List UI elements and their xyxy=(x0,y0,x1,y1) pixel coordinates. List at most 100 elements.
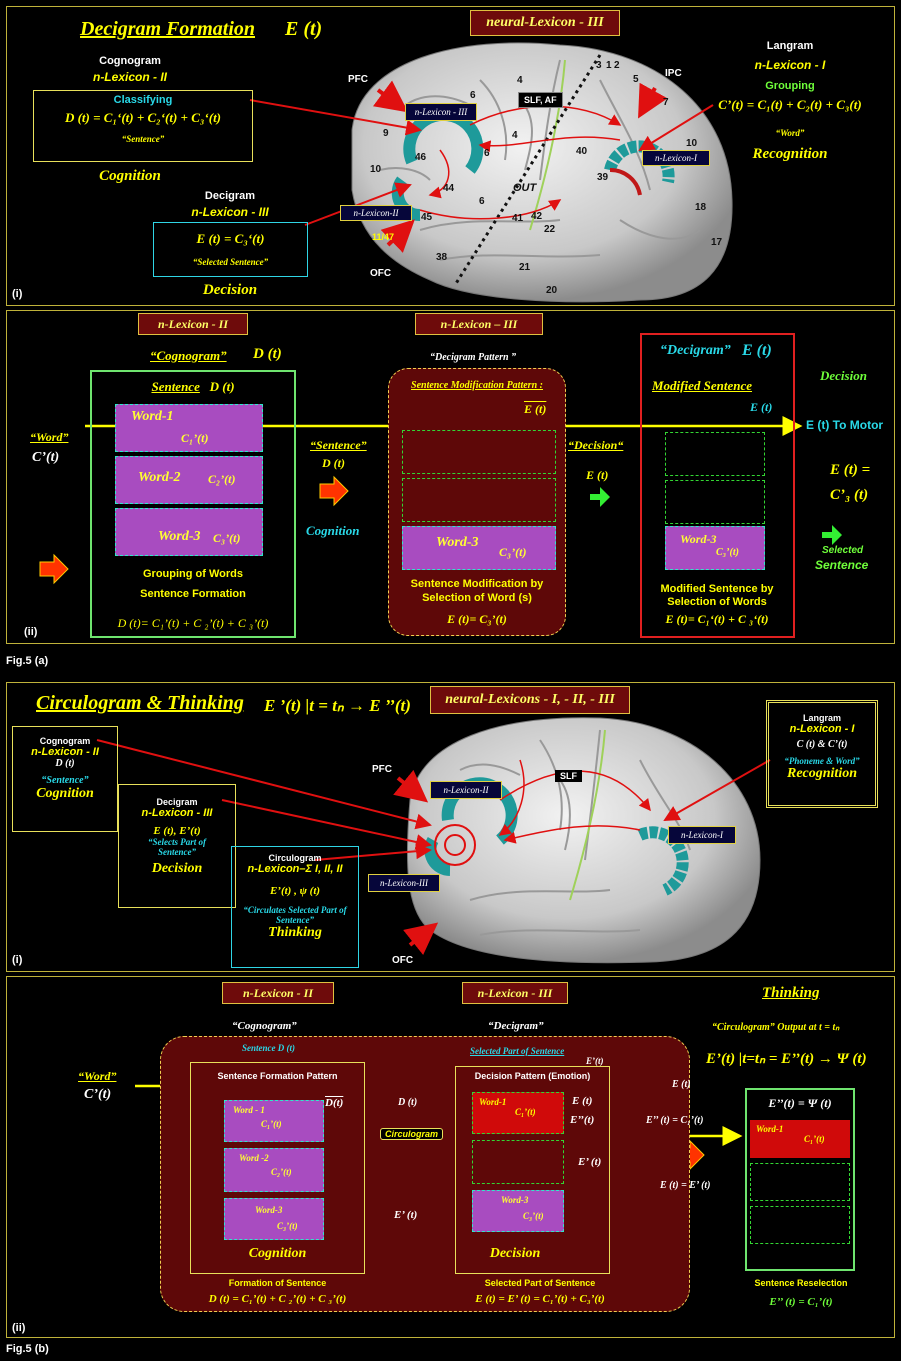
lexicon-ii-box: n-Lexicon - II xyxy=(138,313,248,335)
dec-word-1-label: Word-1 xyxy=(479,1097,507,1107)
removed-word-slot-1 xyxy=(402,430,556,474)
sentence-formation-box: Sentence Formation Pattern xyxy=(190,1062,365,1274)
dec-slot-2 xyxy=(472,1140,564,1184)
title-equation: E ’(t) |t = tₙ → E ’’(t) xyxy=(264,696,411,715)
panel-fig5b-ii xyxy=(6,976,895,1338)
psi-box: E’’(t) = Ψ (t) xyxy=(745,1088,855,1271)
word-input-fn-b: C’(t) xyxy=(84,1087,112,1102)
cognogram-fn: D (t) xyxy=(253,346,282,362)
cognogram-lexicon: n-Lexicon - II xyxy=(92,70,167,84)
decigram-pattern-title: “Decigram Pattern ” xyxy=(430,352,517,363)
label-pfc: PFC xyxy=(348,74,368,85)
title-circulogram-thinking: Circulogram & Thinking xyxy=(36,692,244,714)
modification-caption-1: Sentence Modification by xyxy=(410,578,544,590)
cognogram-b-quote: “Sentence” xyxy=(41,775,89,786)
e-eq-feedback: E (t) = E’ (t) xyxy=(660,1180,711,1191)
label-ofc: OFC xyxy=(370,268,392,279)
panel-fig5a-i xyxy=(6,6,895,306)
cognogram-sentence-box: Sentence D (t) xyxy=(90,370,296,638)
modified-sentence-fn: E (t) xyxy=(750,400,773,414)
panel-fig5b-i xyxy=(6,682,895,972)
sentence-formation: Sentence Formation xyxy=(140,588,246,600)
selected-part-subtitle: Selected Part of Sentence xyxy=(470,1046,565,1056)
modified-equation: E (t)= C₁‘(t) + C ₃‘(t) xyxy=(665,612,769,626)
dec-word-3: Word-3 C₃’(t) xyxy=(472,1190,564,1232)
langram-b-role: Recognition xyxy=(786,766,857,781)
modified-caption-1: Modified Sentence by xyxy=(660,583,774,595)
langram-box-b: Langram n-Lexicon - I C (t) & C’(t) “Pho… xyxy=(766,700,878,808)
langram-role: Recognition xyxy=(752,146,828,162)
b-word-2-label: Word -2 xyxy=(239,1153,269,1163)
area-3: 3 xyxy=(596,60,602,71)
langram-grouping: Grouping xyxy=(765,80,815,92)
cognogram-b-role: Cognition xyxy=(36,786,94,801)
area-40: 40 xyxy=(576,146,588,157)
label-slf-af: SLF, AF xyxy=(518,92,563,108)
decigram-quote: “Selected Sentence” xyxy=(192,257,269,267)
decigram-pattern-box xyxy=(388,368,566,636)
modification-fn: E (t) xyxy=(524,402,547,416)
word-1-fn: C₁’(t) xyxy=(181,431,209,445)
word-2-fn: C₂’(t) xyxy=(208,472,236,486)
langram-b-name: Langram xyxy=(802,713,841,723)
cognogram-role: Cognition xyxy=(99,168,161,184)
cognition-label: Cognition xyxy=(306,523,360,538)
decigram-title-b: “Decigram” xyxy=(488,1020,544,1032)
decision-label-b: Decision xyxy=(489,1246,541,1261)
decigram-fn: E (t) xyxy=(742,342,772,359)
b-word-3-label: Word-3 xyxy=(255,1205,283,1215)
right-e-t: E (t) xyxy=(672,1079,691,1090)
word-2-label: Word-2 xyxy=(138,470,181,485)
psi-word-1: Word-1 C₁’(t) xyxy=(750,1120,850,1158)
mod-word-3-fn: C₃’(t) xyxy=(499,545,527,559)
sentence-head-fn: D (t) xyxy=(209,379,235,394)
cognogram-box: Classifying D (t) = C₁‘(t) + C₂‘(t) + C₃… xyxy=(33,90,253,162)
area-22: 22 xyxy=(544,224,556,235)
psi-head: E’’(t) = Ψ (t) xyxy=(768,1096,832,1110)
dp-title: Decision Pattern (Emotion) xyxy=(474,1071,591,1081)
decigram-result-box xyxy=(640,333,795,638)
panel-label-b-ii: (ii) xyxy=(12,1322,26,1334)
dec-word-1-fn: C₁’(t) xyxy=(515,1107,536,1117)
langram-b-fn: C (t) & C’(t) xyxy=(796,739,848,750)
area-21: 21 xyxy=(519,262,531,273)
formation-of-sentence: Formation of Sentence xyxy=(228,1278,327,1288)
label-nlexicon-i: n-Lexicon-I xyxy=(642,150,710,166)
b-word-3-fn: C₃’(t) xyxy=(277,1221,298,1231)
area-18: 18 xyxy=(695,202,707,213)
modification-pattern-title: Sentence Modification Pattern : xyxy=(411,380,543,391)
word-block-2: Word-2 C₂’(t) xyxy=(115,456,263,504)
b-word-2-fn: C₂’(t) xyxy=(271,1167,292,1177)
dec-word-1: Word-1 C₁’(t) xyxy=(472,1092,564,1134)
center-box-neural-lexicons: neural-Lexicons - I, - II, - III xyxy=(430,686,630,714)
word-block-3: Word-3 C₃’(t) xyxy=(115,508,263,556)
selected-label: Selected xyxy=(822,545,864,556)
decigram-b-quote: “Selects Part of Sentence” xyxy=(148,837,206,857)
result-word-3: Word-3 C₃’(t) xyxy=(665,526,765,570)
modified-caption-2: Selection of Words xyxy=(667,596,767,608)
cognogram-title-b: “Cognogram” xyxy=(232,1020,297,1032)
sfp-title: Sentence Formation Pattern xyxy=(217,1071,338,1081)
decigram-b-lexicon: n-Lexicon - III xyxy=(141,807,213,819)
area-39: 39 xyxy=(597,172,609,183)
area-9: 9 xyxy=(383,128,389,139)
cognition-label-b: Cognition xyxy=(248,1246,307,1261)
area-44: 44 xyxy=(443,183,455,194)
mod-word-3-label: Word-3 xyxy=(436,535,479,550)
decigram-role: Decision xyxy=(202,282,258,298)
e-equation-b: E (t) = E’ (t) = C₁’(t) + C₃’(t) xyxy=(475,1293,605,1305)
center-box-neural-lexicon-iii: neural-Lexicon - III xyxy=(470,10,620,36)
panel-label-a-i: (i) xyxy=(12,288,23,300)
langram-b-quote: “Phoneme & Word” xyxy=(784,756,860,766)
modification-caption-2: Selection of Word (s) xyxy=(422,592,532,604)
decigram-b-name: Decigram xyxy=(156,797,198,807)
b-word-block-3: Word-3 C₃’(t) xyxy=(224,1198,324,1240)
label-ipc: IPC xyxy=(665,68,682,79)
figure-label-5a: Fig.5 (a) xyxy=(6,655,49,667)
lexicon-iii-box: n-Lexicon – III xyxy=(415,313,543,335)
label-nlexicon-ii: n-Lexicon-II xyxy=(340,205,412,221)
sentence-reselection: Sentence Reselection xyxy=(754,1278,848,1288)
langram-lexicon: n-Lexicon - I xyxy=(754,58,826,72)
area-5: 5 xyxy=(633,74,639,85)
result-word-3-label: Word-3 xyxy=(680,532,717,546)
